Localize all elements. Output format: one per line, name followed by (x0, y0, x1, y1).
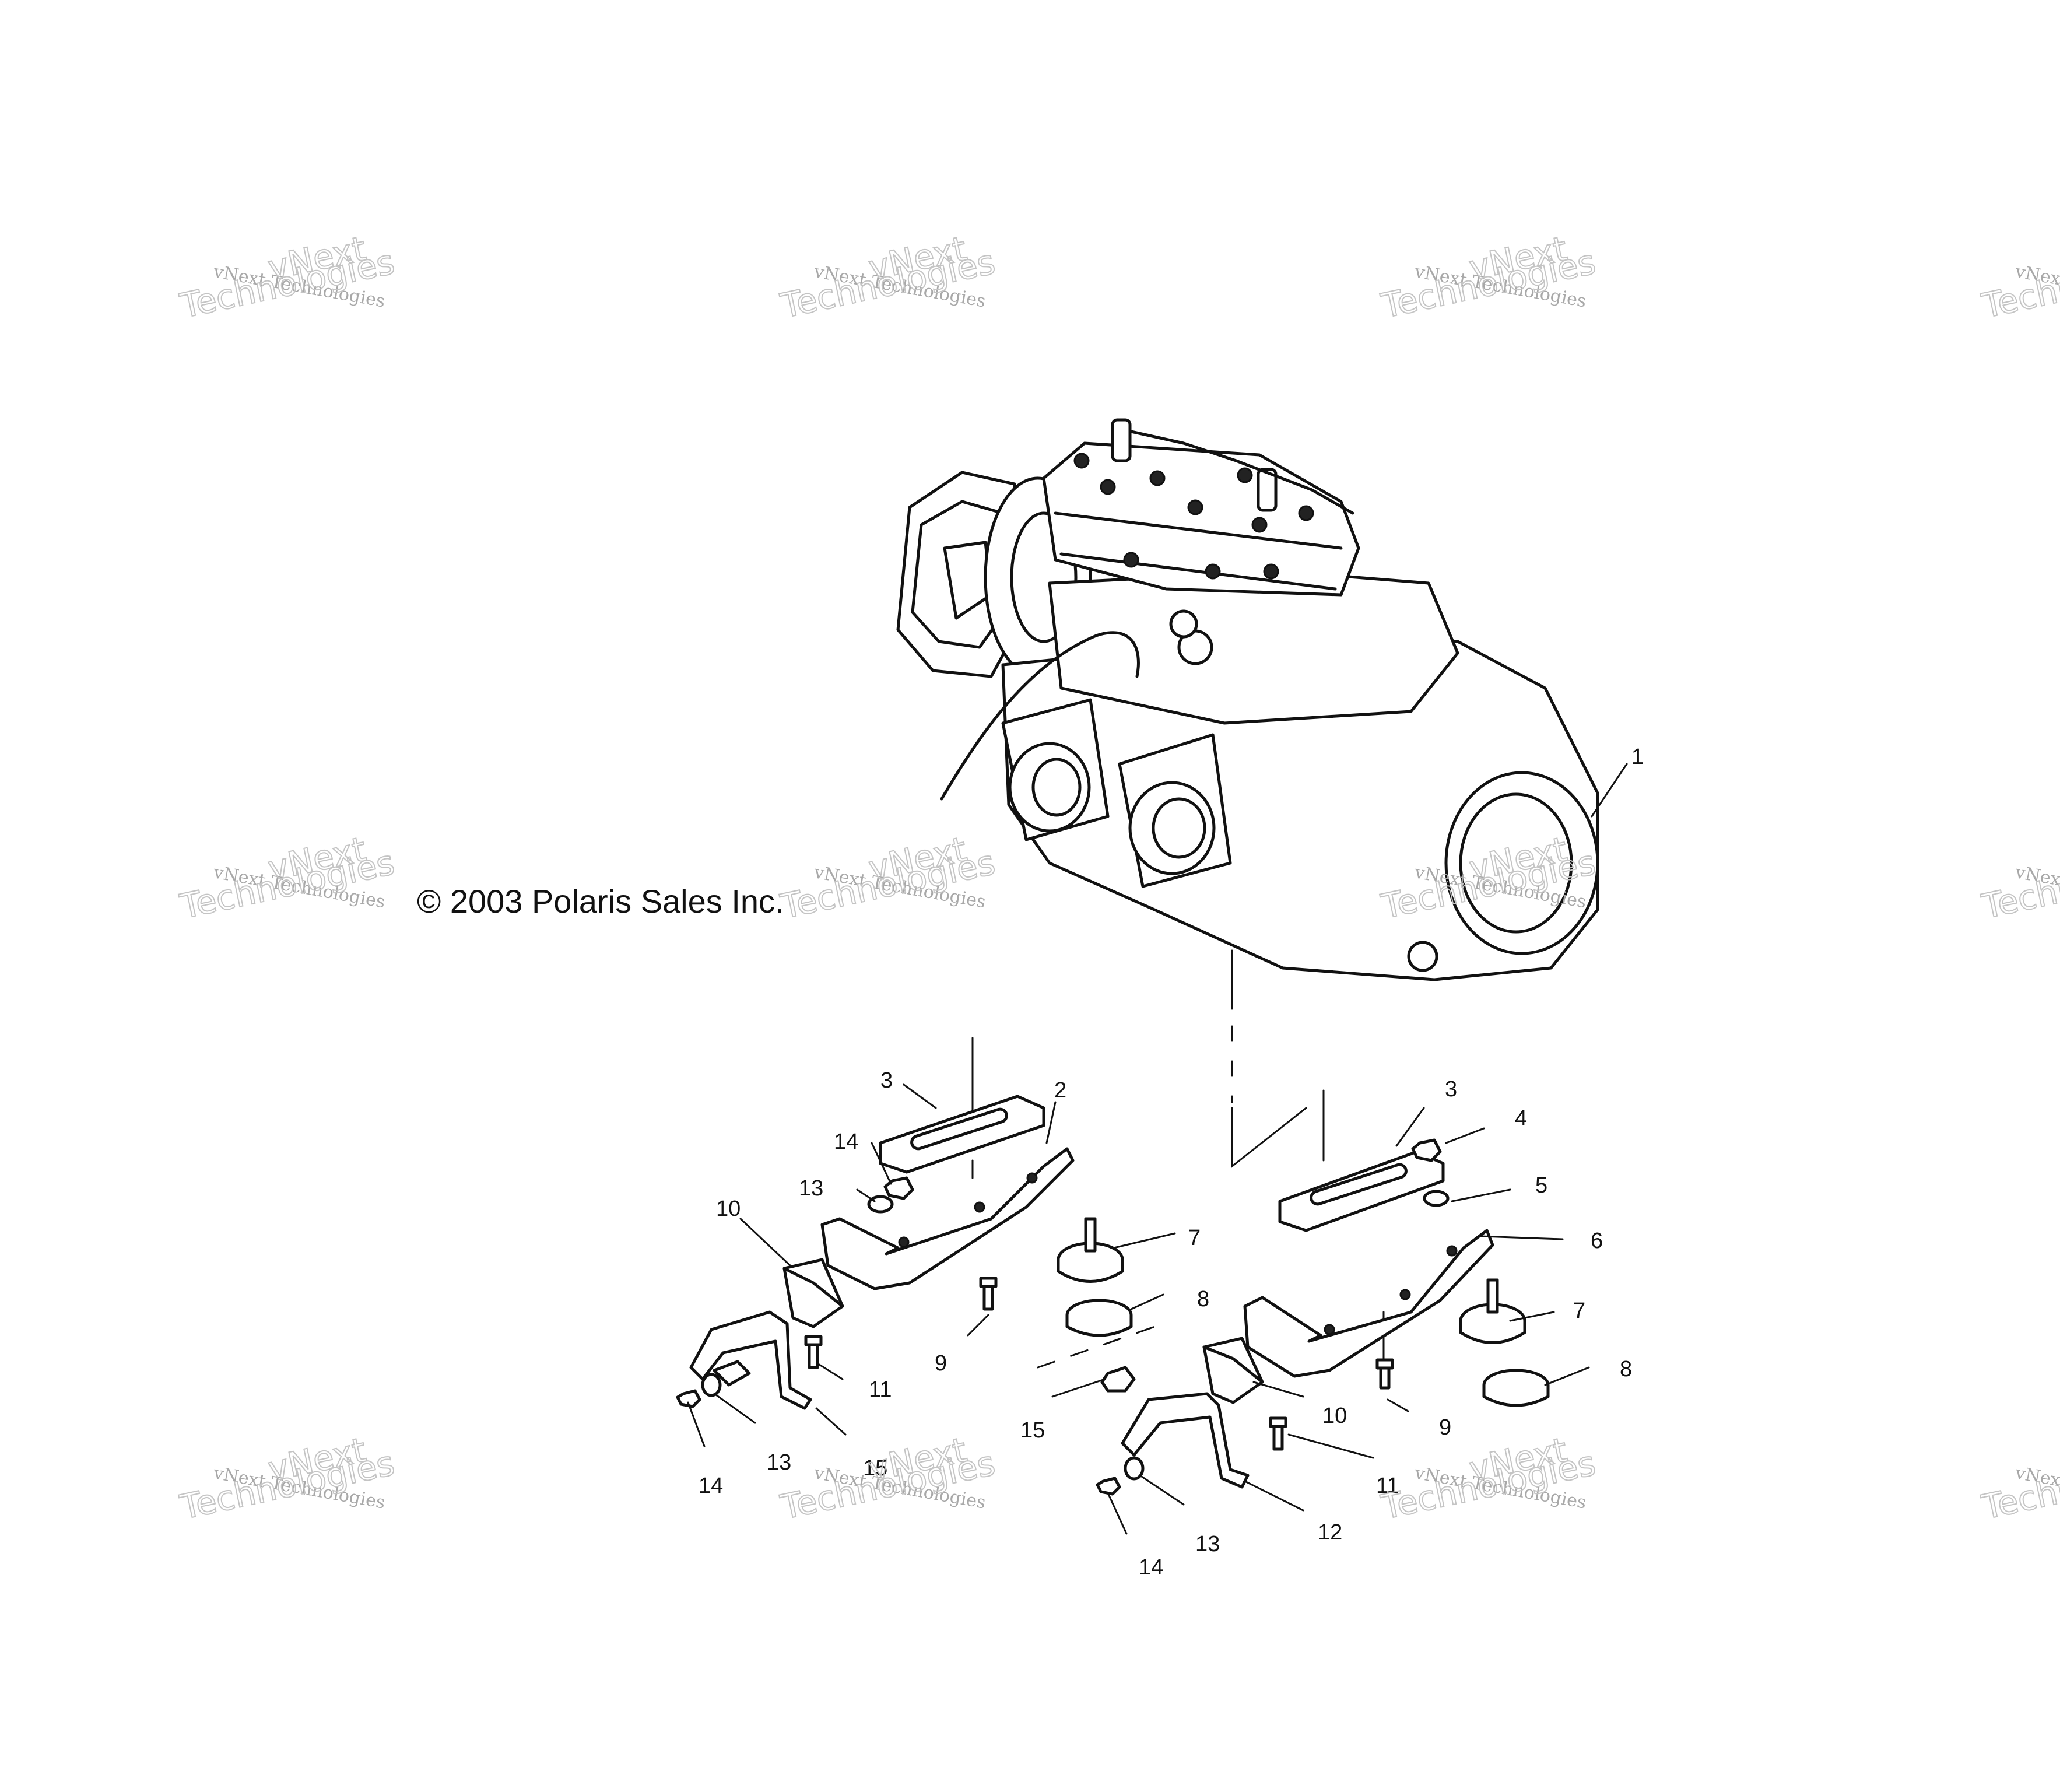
callout-3-left: 3 (880, 1068, 893, 1093)
leader-lines (687, 763, 1628, 1535)
watermark: vNext Technologies vNext Technologies (176, 829, 399, 927)
callout-13-left: 13 (767, 1450, 791, 1475)
callout-14-right: 14 (1139, 1555, 1163, 1580)
bracket-2 (820, 1147, 1075, 1290)
watermark: vNext Technologies vNext Technologies (1377, 1429, 1600, 1528)
watermark: vNext Technologies vNext Technologies (1978, 241, 2060, 327)
wire-harness (940, 631, 1140, 801)
callout-12: 12 (1318, 1520, 1342, 1545)
assembly-alignment-lines (971, 949, 1385, 1369)
copyright-notice: © 2003 Polaris Sales Inc. (417, 883, 784, 920)
magneto-cover (1444, 771, 1599, 955)
mount-7-right (1459, 1278, 1526, 1344)
watermark: vNext Technologies vNext Technologies (1978, 842, 2060, 927)
watermark: vNext Technologies vNext Technologies (1377, 228, 1600, 327)
callout-13-right: 13 (1195, 1532, 1220, 1556)
watermark: vNext Technologies vNext Technologies (176, 228, 399, 327)
exhaust-port (1169, 609, 1213, 665)
callout-numbers: 1 2 3 3 4 5 6 7 7 8 8 9 9 10 10 11 11 12… (699, 745, 1644, 1580)
hat-bracket-12-left (689, 1310, 812, 1410)
callout-11-left: 11 (869, 1377, 892, 1402)
block-10-left (782, 1258, 844, 1328)
callout-3-right: 3 (1445, 1077, 1457, 1102)
cylinder-head (1042, 441, 1360, 597)
svg-text:Technologies: Technologies (1978, 843, 2060, 927)
callout-5: 5 (1535, 1173, 1547, 1198)
watermark: vNext Technologies vNext Technologies (777, 1429, 999, 1528)
callout-8-left: 8 (1197, 1287, 1209, 1311)
callout-6: 6 (1591, 1229, 1603, 1253)
head-bolts (1073, 453, 1314, 580)
pad-8-right (1482, 1369, 1550, 1407)
pad-8-left (1065, 1299, 1133, 1337)
fasteners (676, 1138, 1450, 1496)
callout-9-left: 9 (935, 1351, 947, 1376)
watermark: vNext Technologies vNext Technologies (777, 829, 999, 927)
engine-assembly (896, 418, 1599, 981)
svg-text:Technologies: Technologies (1978, 1443, 2060, 1527)
bracket-6 (1243, 1229, 1494, 1378)
callout-14-top: 14 (834, 1130, 858, 1154)
watermark: vNext Technologies vNext Technologies (176, 1429, 399, 1528)
callout-11-right: 11 (1376, 1474, 1399, 1498)
intake-boots (1001, 698, 1232, 888)
callout-15-left: 15 (863, 1456, 887, 1481)
callout-14-left: 14 (699, 1474, 723, 1498)
plate-3-left (879, 1095, 1045, 1174)
callout-1: 1 (1631, 745, 1644, 769)
plate-3-right (1278, 1150, 1445, 1232)
callout-10-right: 10 (1322, 1404, 1347, 1428)
callout-7-right: 7 (1573, 1299, 1585, 1323)
watermark: vNext Technologies vNext Technologies (1978, 1443, 2060, 1528)
callout-13-top: 13 (799, 1176, 823, 1201)
callout-15-right: 15 (1020, 1418, 1045, 1443)
watermark: vNext Technologies vNext Technologies (777, 228, 999, 327)
callout-2: 2 (1054, 1078, 1066, 1103)
svg-text:Technologies: Technologies (1978, 242, 2060, 326)
crankcase (1001, 640, 1599, 981)
callout-10-left: 10 (716, 1197, 741, 1221)
block-10-right (1202, 1337, 1264, 1404)
spark-plugs (1111, 418, 1354, 515)
callout-9-right: 9 (1439, 1415, 1451, 1440)
mount-7-left (1057, 1217, 1124, 1283)
callout-4: 4 (1515, 1106, 1527, 1131)
callout-8-right: 8 (1620, 1357, 1632, 1381)
callout-7-left: 7 (1188, 1226, 1201, 1250)
